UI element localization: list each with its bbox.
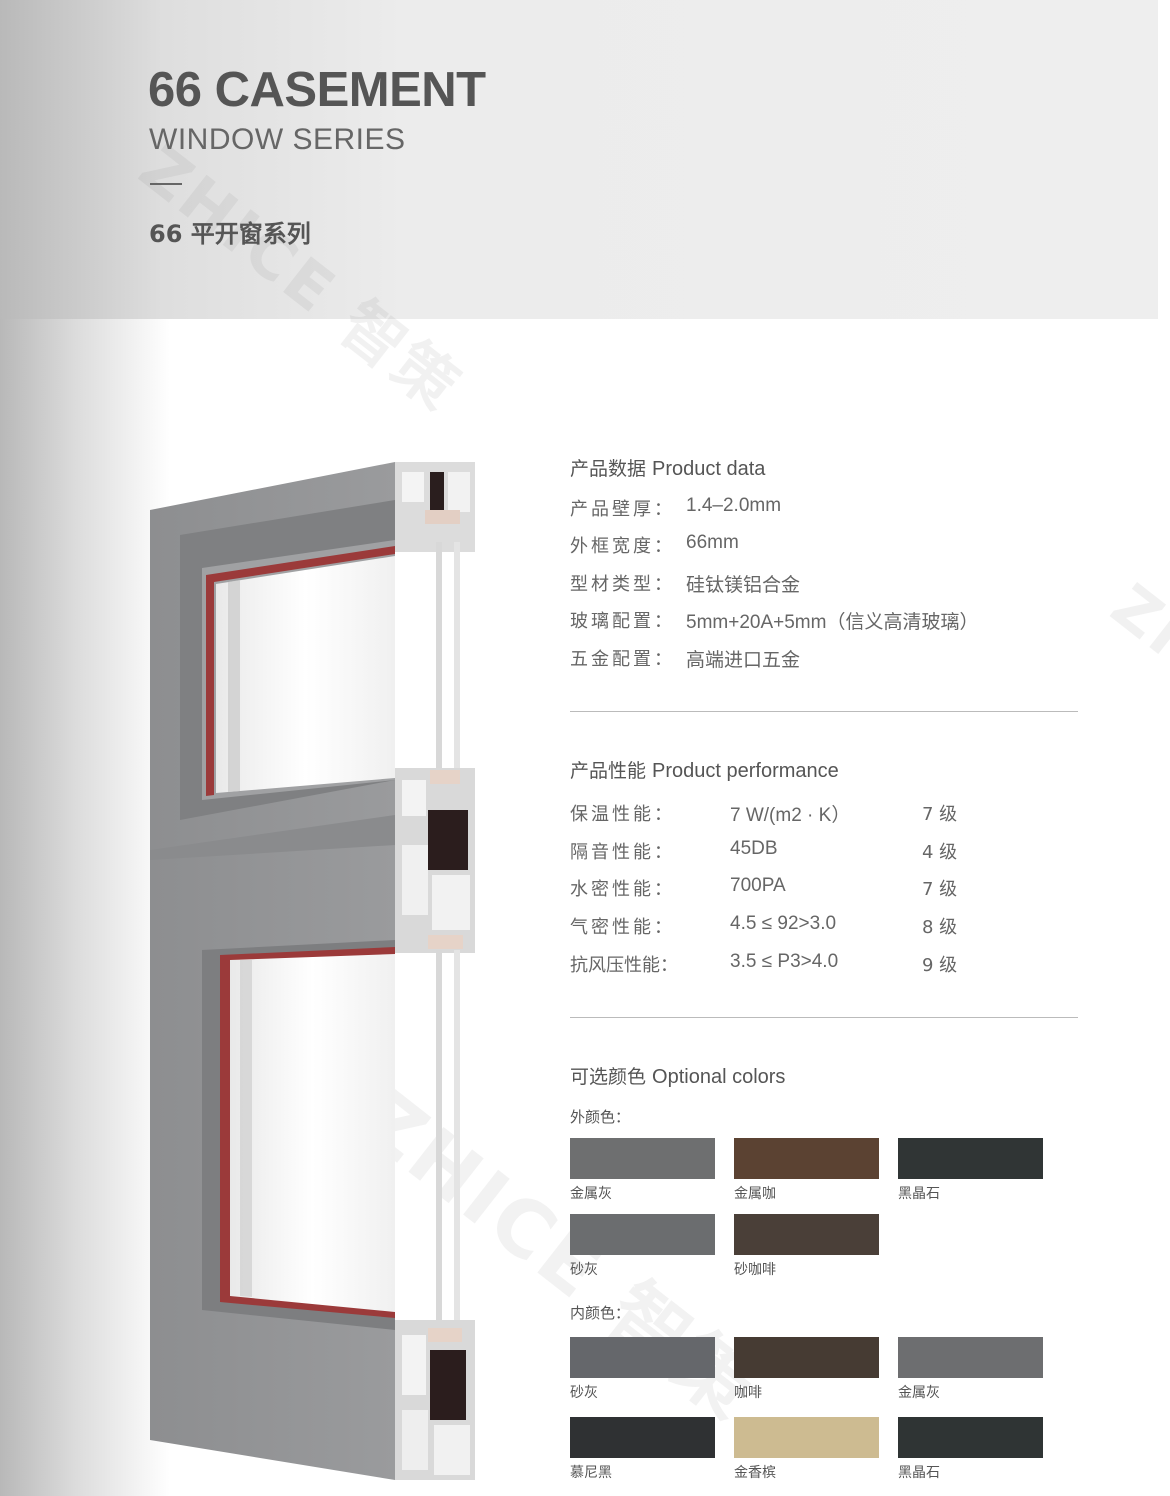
product-data-row: 外框宽度： 66mm [570, 532, 739, 558]
watermark-right: ZHICE 智策 [1098, 571, 1170, 856]
color-swatch [734, 1214, 879, 1255]
color-swatch-label: 黑晶石 [898, 1186, 940, 1202]
color-swatch [898, 1417, 1043, 1458]
row-key: 产品壁厚： [570, 499, 675, 520]
color-swatch-label: 砂灰 [570, 1262, 598, 1278]
color-swatch-label: 金属灰 [570, 1186, 612, 1202]
color-swatch-label: 砂灰 [570, 1385, 598, 1401]
color-swatch [570, 1417, 715, 1458]
product-performance-title-en: Product performance [652, 760, 839, 782]
performance-row: 抗风压性能： 3.5 ≤ P3>4.0 9 级 [570, 951, 957, 977]
product-data-title-en: Product data [652, 458, 766, 480]
color-swatch [570, 1138, 715, 1179]
row-value: 7 W/(m2 · K） [730, 805, 851, 826]
row-key: 隔音性能： [570, 842, 675, 863]
color-swatch [734, 1337, 879, 1378]
product-data-row: 玻璃配置： 5mm+20A+5mm（信义高清玻璃） [570, 607, 978, 633]
color-swatch [734, 1417, 879, 1458]
row-value: 45DB [730, 838, 778, 859]
color-swatch-label: 金属灰 [898, 1385, 940, 1401]
row-grade: 7 级 [922, 804, 958, 825]
row-grade: 7 级 [922, 879, 958, 900]
row-value: 5mm+20A+5mm（信义高清玻璃） [686, 612, 979, 633]
performance-row: 气密性能： 4.5 ≤ 92>3.0 8 级 [570, 913, 957, 939]
row-key: 玻璃配置： [570, 611, 675, 632]
color-swatch-label: 金属咖 [734, 1186, 776, 1202]
color-swatch-label: 黑晶石 [898, 1465, 940, 1481]
color-swatch-label: 金香槟 [734, 1465, 776, 1481]
optional-colors-title-en: Optional colors [652, 1066, 786, 1088]
color-swatch [570, 1337, 715, 1378]
page-title-chinese: 66 平开窗系列 [149, 220, 311, 248]
row-grade: 8 级 [922, 917, 958, 938]
row-value: 66mm [686, 532, 739, 553]
window-profile-illustration [150, 462, 475, 1480]
product-performance-title-cn: 产品性能 [570, 760, 647, 782]
row-grade: 4 级 [922, 842, 958, 863]
title-divider [150, 183, 182, 185]
row-key: 气密性能： [570, 917, 675, 938]
row-key: 型材类型： [570, 574, 675, 595]
color-swatch [734, 1138, 879, 1179]
header-band [0, 0, 1158, 319]
page-title: 66 CASEMENT [148, 63, 486, 117]
row-value: 700PA [730, 875, 786, 896]
row-value: 1.4–2.0mm [686, 495, 782, 516]
row-value: 高端进口五金 [686, 650, 801, 671]
product-data-row: 五金配置： 高端进口五金 [570, 645, 800, 671]
performance-row: 水密性能： 700PA 7 级 [570, 875, 957, 901]
performance-row: 隔音性能： 45DB 4 级 [570, 838, 957, 864]
row-value: 4.5 ≤ 92>3.0 [730, 913, 837, 934]
color-swatch [898, 1337, 1043, 1378]
section-divider [570, 1017, 1078, 1018]
section-divider [570, 711, 1078, 712]
product-data-row: 产品壁厚： 1.4–2.0mm [570, 495, 781, 521]
color-swatch [898, 1138, 1043, 1179]
row-value: 硅钛镁铝合金 [686, 575, 801, 596]
row-key: 外框宽度： [570, 536, 675, 557]
row-key: 五金配置： [570, 649, 675, 670]
row-key: 水密性能： [570, 879, 675, 900]
product-data-title-cn: 产品数据 [570, 458, 647, 480]
row-grade: 9 级 [922, 955, 958, 976]
color-swatch-label: 慕尼黑 [570, 1465, 612, 1481]
inner-colors-label: 内颜色： [570, 1304, 631, 1322]
page-subtitle: WINDOW SERIES [149, 123, 406, 156]
row-value: 3.5 ≤ P3>4.0 [730, 951, 839, 972]
row-key: 保温性能： [570, 804, 675, 825]
row-key: 抗风压性能： [570, 955, 678, 976]
color-swatch-label: 咖啡 [734, 1385, 762, 1401]
color-swatch-label: 砂咖啡 [734, 1262, 776, 1278]
performance-row: 保温性能： 7 W/(m2 · K） 7 级 [570, 800, 957, 826]
color-swatch [570, 1214, 715, 1255]
optional-colors-title-cn: 可选颜色 [570, 1066, 647, 1088]
product-data-row: 型材类型： 硅钛镁铝合金 [570, 570, 800, 596]
outer-colors-label: 外颜色： [570, 1108, 631, 1126]
